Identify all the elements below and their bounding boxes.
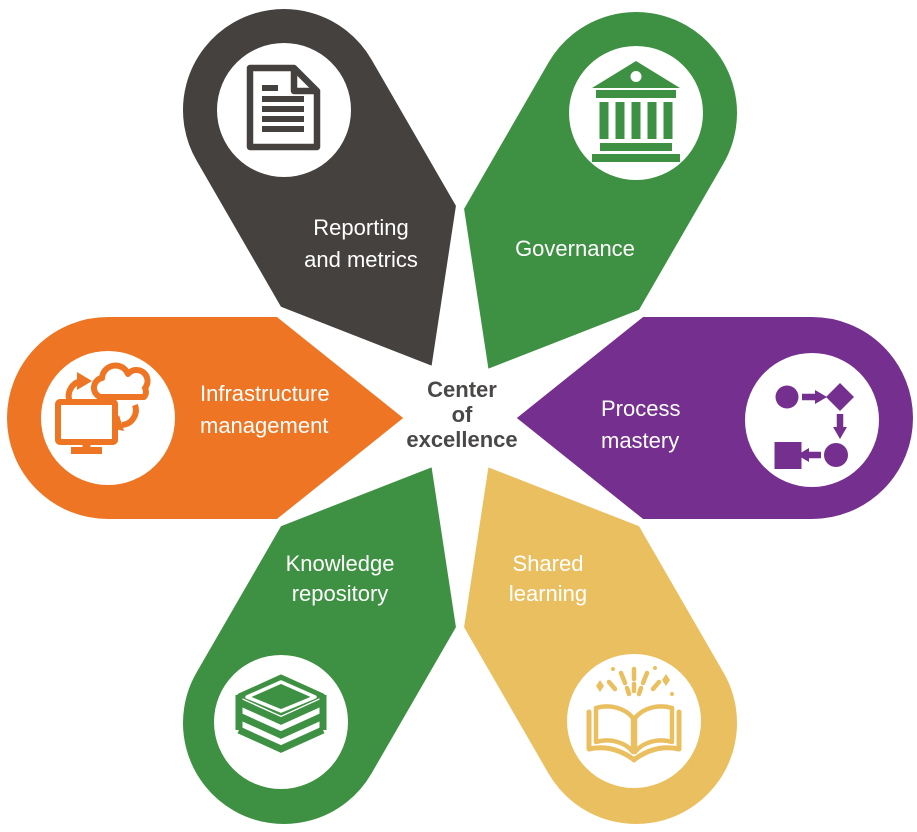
bank-icon — [592, 61, 680, 162]
knowledge-repository-label-line1: Knowledge — [286, 551, 395, 576]
center-title-line1: Center — [427, 377, 497, 402]
open-book-sparkles-icon — [586, 666, 682, 763]
reporting-and-metrics-label-line1: Reporting — [313, 215, 408, 240]
document-icon — [246, 64, 321, 151]
shared-learning-label-line2: learning — [509, 581, 587, 606]
center-title-line2: of — [452, 402, 473, 427]
flowchart-icon — [774, 383, 854, 469]
reporting-and-metrics-label-line2: and metrics — [304, 247, 418, 272]
governance-label: Governance — [515, 236, 635, 261]
computer-cloud-sync-icon — [55, 362, 151, 454]
process-icon-disc — [745, 353, 879, 487]
knowledge-repository-label-line2: repository — [292, 581, 389, 606]
process-mastery-label-line2: mastery — [601, 428, 679, 453]
books-stack-icon — [235, 674, 327, 753]
center-title-line3: excellence — [406, 427, 517, 452]
infrastructure-management-label-line2: management — [200, 413, 328, 438]
process-mastery-label-line1: Process — [601, 396, 680, 421]
infrastructure-management-label-line1: Infrastructure — [200, 381, 330, 406]
shared-learning-label-line1: Shared — [513, 551, 584, 576]
